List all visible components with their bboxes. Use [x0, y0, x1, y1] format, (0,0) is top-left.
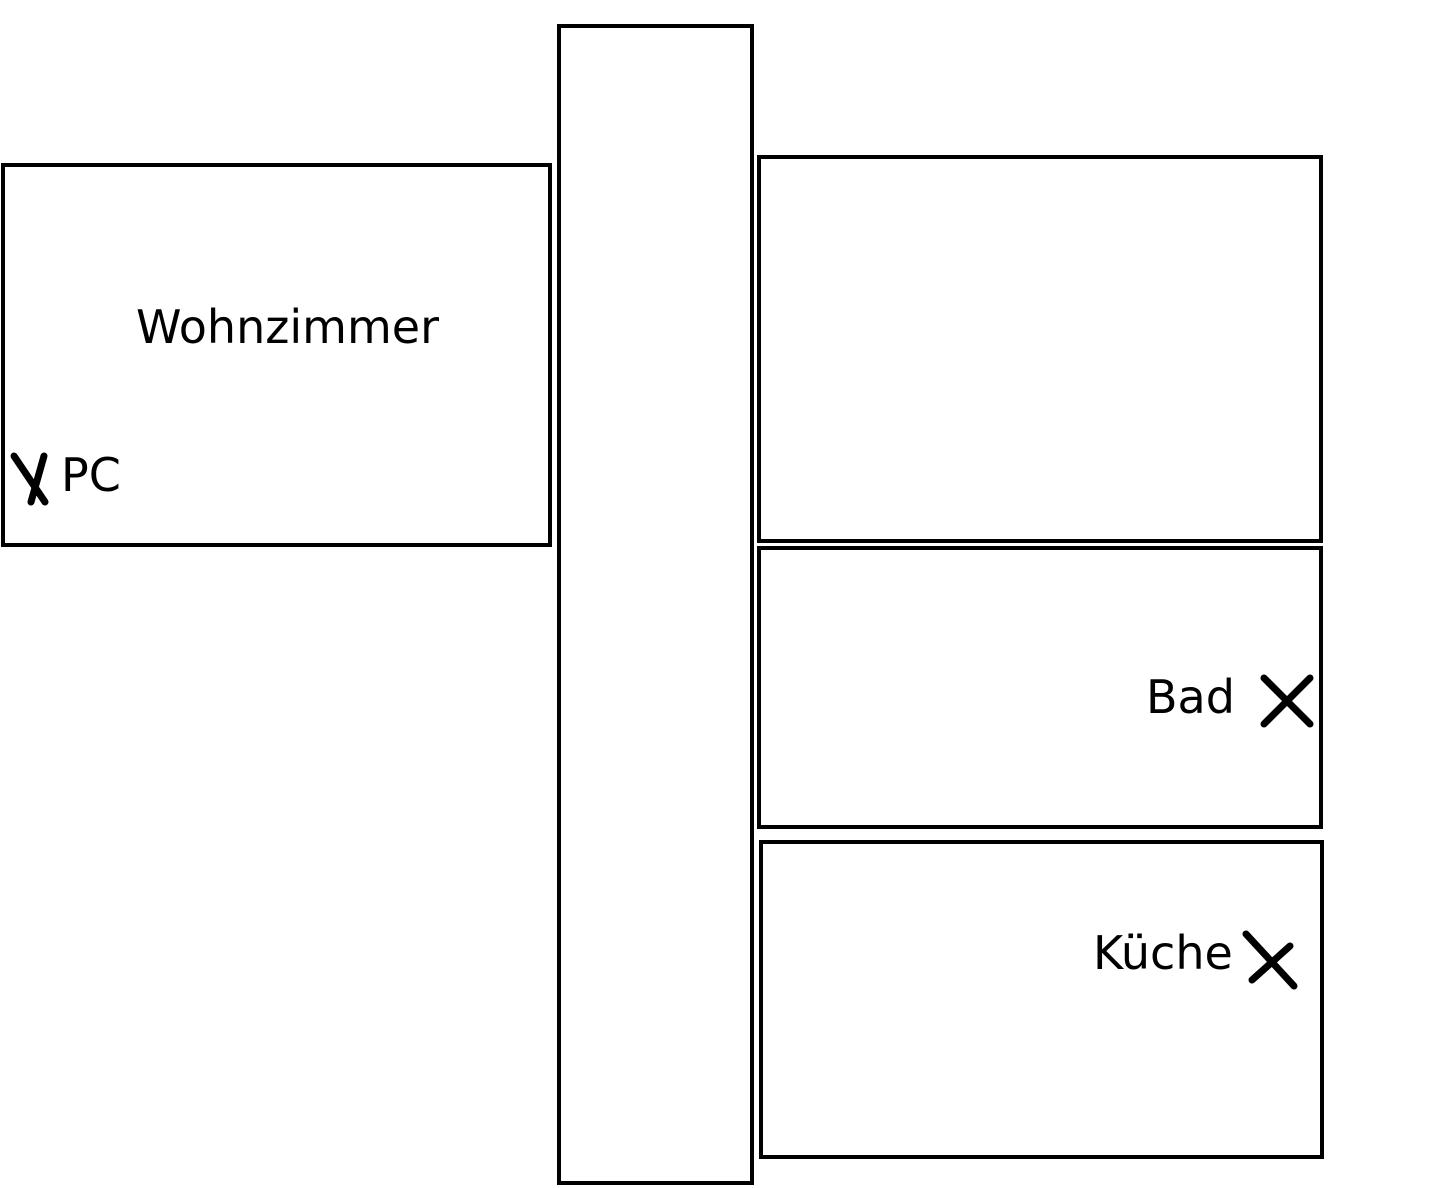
x-mark-icon: [1260, 674, 1314, 728]
room-kueche: [759, 840, 1324, 1159]
room-label-wohnzimmer: Wohnzimmer: [136, 300, 439, 354]
room-upper-right: [757, 155, 1323, 543]
hallway: [557, 24, 754, 1185]
room-label-bad: Bad: [1146, 670, 1235, 724]
marker-label-pc: PC: [61, 448, 121, 502]
room-wohnzimmer: [1, 163, 552, 547]
room-bad: [757, 546, 1323, 829]
x-mark-icon: [10, 452, 49, 506]
x-mark-icon: [1242, 930, 1298, 990]
room-label-kueche: Küche: [1093, 926, 1233, 980]
